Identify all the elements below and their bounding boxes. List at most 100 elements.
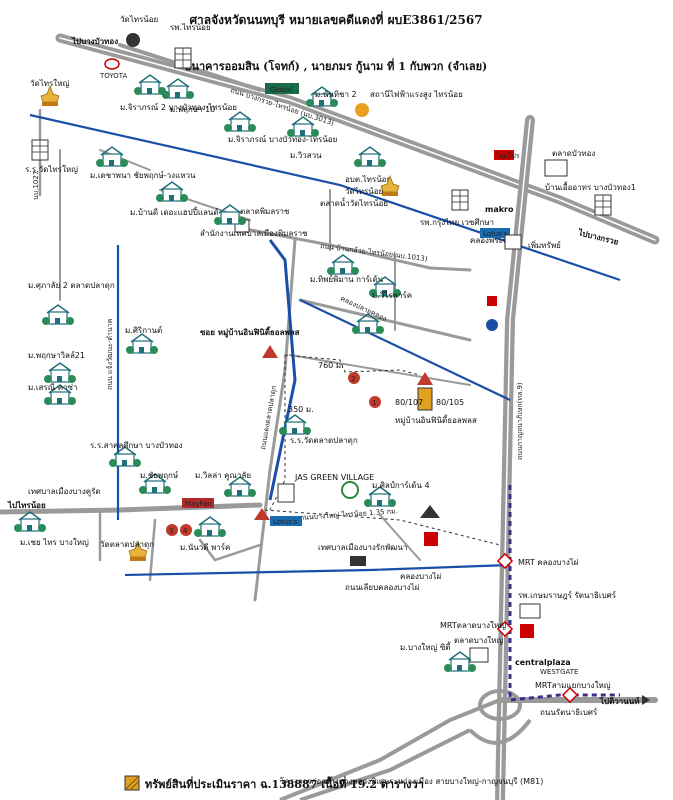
label-road-kanchanaphisek: ถนนกาญจนาภิเษก(ทล.9) [516, 382, 524, 460]
mayfair-logo [182, 498, 214, 508]
label-rattanathibet: ถนนรัตนาธิเบศร์ [540, 707, 598, 717]
label-m-banthi: ม.บ้านดี เดอะแฮปปี้แลนด์ [130, 206, 219, 217]
subject-property[interactable] [417, 387, 433, 411]
label-school-saiyai: ร.ร.วัดไทรใหญ่ [25, 165, 78, 174]
label-m-chiranont: ม.จิราภรณ์ บางบัวทอง-ไทรน้อย [228, 134, 337, 144]
lotus-top-logo [480, 228, 510, 238]
label-m-serene: ม.เสรณี คาซ่า [28, 383, 77, 392]
label-mrt-bangphai: MRT คลองบางไผ่ [518, 558, 579, 567]
label-school-sakon: ร.ร.สาคลศึกษา บางบัวทอง [90, 441, 183, 450]
label-market-bangyai: ตลาดบางใหญ่ [454, 636, 503, 645]
sangsom-logo [341, 481, 359, 499]
school-saiyai-icon [31, 139, 49, 161]
label-soi-project: ซอย หมู่บ้านอินฟินิตี้ธอลพลส [200, 326, 300, 338]
route-lines [264, 354, 501, 546]
label-pea: สถานีไฟฟ้าแรงสูง ไทรน้อย [370, 90, 463, 100]
wat-sainoi-icon [126, 33, 140, 47]
label-m-nanthawan2: ม.นันทิชา 2 [315, 90, 357, 99]
label-school-watpladuk: ร.ร.วัดตลาดปลาดุก [290, 436, 358, 445]
label-office-sai: สำนักงานเทศบาลเมืองพิมลราช [200, 229, 308, 238]
label-global: Global [270, 86, 292, 94]
house-chiranont2 [133, 74, 167, 96]
school-watpladuk-icon [278, 414, 312, 436]
major-roads [0, 33, 660, 800]
label-wat-pladuk: วัดตลาดปลาดุก [100, 540, 154, 549]
label-expressway: โครงการก่อสร้างทางหลวงพิเศษระหว่างเมือง … [280, 776, 543, 786]
label-to-bangkruai: ไปบางกรวย [577, 227, 620, 247]
label-dist-350: 350 ม. [288, 405, 314, 414]
label-project: หมู่บ้านอินฟินิตี้ธอลพลส [395, 414, 477, 426]
label-to-sainoi-left: ไปไทรน้อย [7, 500, 46, 510]
house-chaiyo [13, 511, 47, 533]
label-m-wiwan: ม.วิวสวน [290, 151, 322, 160]
label-tessaban-bangkhuat: เทศบาลเมืองบางคูรัด [28, 487, 101, 497]
page-title: ศาลจังหวัดนนทบุรี หมายเลขคดีแดงที่ ผบE38… [189, 11, 482, 28]
label-toyota: TOYOTA [99, 72, 128, 80]
label-m-sirikan: ม.ศิริกานต์ [125, 325, 162, 335]
label-hu-sai: เพิ่มทรัพย์ [528, 239, 561, 250]
marker-lotus [254, 508, 270, 520]
label-m-supalai: ม.ศุภาลัย 2 ตลาดปลาดุก [28, 281, 115, 290]
label-m-chaiyo: ม.เชย ไทร บางใหญ่ [20, 538, 89, 547]
label-hos-krungthai: รพ.กรุงไทย เวชศึกษา [420, 218, 494, 227]
marker-2-num: 2 [351, 375, 355, 383]
hu-sai-icon [504, 234, 522, 250]
legend-text: ทรัพย์สินที่ประเมินราคา ฉ.138887 เนื้อที… [145, 776, 424, 791]
amphoe-sainoi-icon [353, 146, 387, 168]
label-market-bangbuathong: ตลาดบัวทอง [552, 149, 595, 158]
label-amphoe-sainoi: อบต.ไทรน้อย [345, 175, 391, 184]
label-m-phruksa21: ม.พฤกษาวิลล์21 [28, 350, 85, 360]
label-dist-760: 760 ม. [318, 361, 344, 370]
label-m-bangyai-city: ม.บางใหญ่ ซิตี้ [400, 641, 452, 652]
house-banthi [155, 181, 189, 203]
label-lotus-mid: Lotus's [273, 518, 298, 526]
label-m-chiranont2: ม.จิราภรณ์ 2 บางบัวทอง-ไทรน้อย [120, 102, 237, 112]
ptt-icon [487, 296, 497, 306]
hospital-right-icon [424, 532, 438, 546]
label-m-wirachwell: ม.วิไรพาร์ค [372, 290, 412, 300]
marker-2 [348, 372, 360, 384]
hospital-sainoi-icon [174, 47, 192, 69]
label-mayfair: MayFair [185, 500, 212, 508]
mrt-samyaek-icon [561, 686, 579, 704]
marker-1 [369, 396, 381, 408]
canal-phra-phimon [29, 113, 621, 282]
toyota-icon [104, 58, 120, 70]
hos-kasemrad-icon [519, 603, 541, 619]
house-sirikan [125, 333, 159, 355]
label-hos-sainoi: รพ.ไทรน้อย [170, 23, 211, 32]
label-central: centralplaza [515, 658, 571, 667]
label-house-107: 80/107 [395, 398, 423, 407]
house-phruksa21 [43, 362, 77, 384]
label-road-khlongbangphai: ถนนเลียบคลองบางไผ่ [345, 583, 420, 592]
canals [29, 113, 621, 577]
page-subtitle: ธนาคารออมสิน (โจทก์) , นายภมร กู้นาม ที่… [185, 58, 487, 74]
house-chiranont [223, 111, 257, 133]
banuea-icon [594, 194, 612, 216]
canal-plaiklong [299, 299, 511, 401]
label-tessaban-rakpatthana: เทศบาลเมืองบางรักพัฒนา [318, 543, 407, 552]
label-lotus-top: Lotus's [483, 230, 508, 238]
global-logo [265, 83, 299, 94]
mrt-bangphai-icon [496, 552, 514, 570]
marker-4-num: 4 [183, 527, 188, 535]
marker-3-num: 3 [169, 527, 173, 535]
marker-soi-entrance [262, 345, 278, 358]
arrow-to-tiwanon [642, 695, 650, 705]
homepro-logo [494, 150, 514, 160]
pea-icon [355, 103, 369, 117]
label-m-vinla: ม.วิลล่า คูณาลัย [195, 471, 251, 481]
market-bangyai-icon [469, 647, 489, 663]
label-m-banuea: บ้านเอื้ออาทร บางบัวทอง1 [545, 181, 636, 192]
label-left-vertical-canal: ถนน แจ้งวัฒนะ-ดำนาค [106, 318, 114, 390]
house-phruksa10 [161, 78, 195, 100]
label-m-phruksa10: ม.พฤกษา 10 [170, 105, 215, 114]
label-wat-saiyai: วัดไทรใหญ่ [30, 79, 69, 88]
label-market-wat: ตลาดน้ำวัดไทรน้อย [320, 197, 388, 208]
label-to-tiwanon: ไปติวานนท์ [599, 696, 640, 706]
marker-4 [180, 524, 192, 536]
gas-station-icon [486, 319, 498, 331]
house-naruemon [193, 516, 227, 538]
label-jas: JAS GREEN VILLAGE [294, 473, 374, 482]
